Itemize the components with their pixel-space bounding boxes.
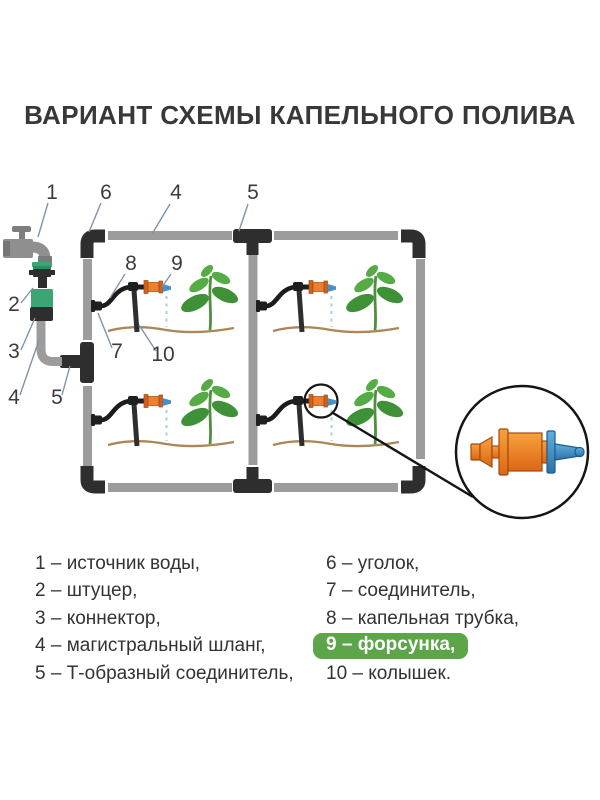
callout-8: 8 xyxy=(125,252,137,275)
legend-item: 4 – магистральный шланг, xyxy=(35,635,266,657)
page-title: ВАРИАНТ СХЕМЫ КАПЕЛЬНОГО ПОЛИВА xyxy=(24,100,576,130)
legend-item: 10 – колышек. xyxy=(326,662,452,684)
legend-item: 6 – уголок, xyxy=(326,552,420,574)
legend-item: 7 – соединитель, xyxy=(326,580,476,602)
legend-item: 8 – капельная трубка, xyxy=(326,607,520,629)
faucet-illustration xyxy=(3,226,52,263)
callout-5-left: 5 xyxy=(51,386,63,409)
magnifier-line xyxy=(332,411,474,499)
legend-item-highlighted: 9 – форсунка, xyxy=(313,633,596,661)
callout-7: 7 xyxy=(111,340,123,363)
plant-unit-1 xyxy=(91,263,240,332)
tee-left xyxy=(60,342,94,383)
legend-column-right: 6 – уголок, 7 – соединитель, 8 – капельн… xyxy=(313,550,596,688)
nozzle-detail xyxy=(470,428,585,476)
plant-unit-3 xyxy=(91,377,240,446)
supply-hose xyxy=(36,321,62,366)
legend-item: 5 – Т-образный соединитель, xyxy=(35,662,294,684)
callout-numbers: 1 6 4 5 8 9 2 3 4 5 7 10 xyxy=(8,181,259,409)
callout-10: 10 xyxy=(151,343,174,366)
magnifier-circle xyxy=(303,383,339,419)
legend-item: 3 – коннектор, xyxy=(35,607,161,629)
elbow-bottom-left xyxy=(80,466,105,494)
callout-4-left: 4 xyxy=(8,386,20,409)
elbow-top-left xyxy=(80,229,105,258)
main-hose-loop xyxy=(83,231,425,492)
fitting-illustration xyxy=(29,262,55,288)
tee-connectors xyxy=(60,229,272,493)
callout-6: 6 xyxy=(100,181,112,204)
legend-item: 1 – источник воды, xyxy=(35,552,201,574)
elbow-bottom-right xyxy=(401,466,426,494)
tee-bottom xyxy=(233,467,272,493)
legend-column-left: 1 – источник воды, 2 – штуцер, 3 – конне… xyxy=(35,550,315,688)
tee-top xyxy=(233,229,272,255)
legend-item: 2 – штуцер, xyxy=(35,580,138,602)
elbow-top-right xyxy=(401,229,426,258)
corner-elbows xyxy=(80,229,426,494)
callout-2: 2 xyxy=(8,293,20,316)
plant-unit-2 xyxy=(256,263,405,332)
callout-lines xyxy=(19,202,249,396)
callout-5-top: 5 xyxy=(247,181,259,204)
callout-4-top: 4 xyxy=(170,181,182,204)
callout-9: 9 xyxy=(171,252,183,275)
connector-illustration xyxy=(30,289,53,321)
callout-1: 1 xyxy=(46,181,58,204)
callout-3: 3 xyxy=(8,340,20,363)
